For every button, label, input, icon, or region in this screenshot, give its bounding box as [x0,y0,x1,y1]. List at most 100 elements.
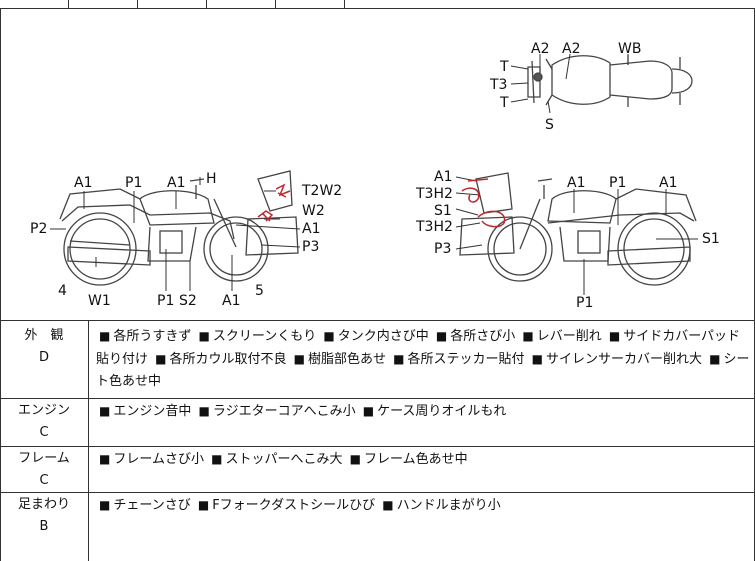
bullet-square-icon: ■ [99,329,111,343]
condition-item: ■レバー削れ [522,329,602,344]
label-p1: P1 [609,175,626,191]
top-cell-divider [206,0,207,8]
category-label: フレーム [18,451,70,466]
category-cell: 外 観 D [0,325,88,369]
border-left [0,8,1,561]
category-label: 外 観 [24,328,64,343]
left-view-motorcycle [59,170,299,286]
bullet-square-icon: ■ [197,498,210,512]
right-view-motorcycle [459,172,697,286]
category-cell: 足まわり B [0,494,88,538]
bullet-square-icon: ■ [155,352,167,366]
condition-item: ■シート色あせ中 [96,352,750,389]
label-s: S [545,117,554,133]
divider [0,398,755,399]
label-p3: P3 [434,241,451,257]
motorcycle-diagram: A2 A2 WB T T3 T S A1 P1 A1 H T2W2 W2 A1 … [30,41,720,311]
bullet-square-icon: ■ [198,329,210,343]
section-row: 足まわり B ■チェーンさび ■Fフォークダストシールひび ■ハンドルまがり小 [0,494,755,544]
bullet-square-icon: ■ [608,329,621,343]
label-a1: A1 [222,293,240,309]
label-p3: P3 [302,239,319,255]
bullet-square-icon: ■ [709,352,721,366]
label-t3h2: T3H2 [415,219,453,235]
category-label: 足まわり [17,497,70,512]
condition-item: ■ケース周りオイルもれ [362,404,507,419]
bullet-square-icon: ■ [323,329,335,343]
label-t-bottom: T [499,95,509,111]
section-row: フレーム C ■フレームさび小 ■ストッパーへこみ大 ■フレーム色あせ中 [0,448,755,492]
top-cell-divider [137,0,138,8]
label-s1: S1 [434,203,452,219]
condition-item: ■サイドカバーパッド貼り付け [96,329,741,367]
condition-item: ■各所さび小 [435,329,516,344]
top-cell-divider [275,0,276,8]
bullet-square-icon: ■ [349,452,361,466]
label-a1: A1 [659,175,677,191]
condition-item: ■Fフォークダストシールひび [197,498,376,513]
label-a1: A1 [167,175,185,191]
grade-label: C [39,473,49,488]
condition-item: ■ストッパーへこみ大 [211,452,343,467]
label-h: H [206,171,217,187]
damage-marks [257,178,506,228]
label-a1: A1 [74,175,92,191]
label-5: 5 [255,283,264,299]
bullet-square-icon: ■ [99,498,111,512]
label-s1: S1 [702,231,720,247]
condition-list: ■各所うすきず ■スクリーンくもり ■タンク内さび中 ■各所さび小 ■レバー削れ… [96,325,751,393]
condition-item: ■フレーム色あせ中 [349,452,468,467]
condition-item: ■各所ステッカー貼付 [393,352,525,367]
label-t2w2: T2W2 [301,183,342,199]
condition-item: ■エンジン音中 [99,404,192,419]
top-table-fragment [0,0,755,8]
damage-diagram: A2 A2 WB T T3 T S A1 P1 A1 H T2W2 W2 A1 … [0,9,755,320]
condition-item: ■スクリーンくもり [198,329,317,344]
bullet-square-icon: ■ [293,352,305,366]
condition-item: ■樹脂部色あせ [293,352,387,367]
category-cell: エンジン C [0,400,88,444]
top-view-motorcycle [527,55,693,107]
condition-list: ■エンジン音中 ■ラジエターコアへこみ小 ■ケース周りオイルもれ [96,400,751,423]
bullet-square-icon: ■ [435,329,448,343]
label-w1: W1 [88,293,111,309]
label-p2: P2 [30,221,47,237]
divider [0,446,755,447]
label-t-top: T [499,59,509,75]
label-p1: P1 [157,293,174,309]
divider [0,320,755,321]
category-cell: フレーム C [0,448,88,492]
label-p1: P1 [576,295,593,311]
condition-item: ■各所カウル取付不良 [155,352,287,367]
top-cell-divider [68,0,69,8]
section-row: エンジン C ■エンジン音中 ■ラジエターコアへこみ小 ■ケース周りオイルもれ [0,400,755,444]
label-a1: A1 [434,169,452,185]
bullet-square-icon: ■ [99,404,111,418]
condition-item: ■タンク内さび中 [323,329,429,344]
column-divider [88,320,89,561]
divider [0,8,755,9]
label-w2: W2 [302,203,325,219]
leader-lines [50,53,698,295]
grade-label: D [38,350,49,365]
label-s2: S2 [179,293,197,309]
bullet-square-icon: ■ [382,498,394,512]
condition-item: ■サイレンサーカバー削れ大 [531,352,703,367]
condition-item: ■ラジエターコアへこみ小 [198,404,356,419]
bullet-square-icon: ■ [531,352,543,366]
condition-item: ■チェーンさび [99,498,191,513]
label-t3: T3 [489,77,507,93]
condition-item: ■ハンドルまがり小 [382,498,501,513]
label-wb: WB [618,41,641,57]
label-4: 4 [58,283,67,299]
grade-label: C [39,425,49,440]
bullet-square-icon: ■ [99,452,111,466]
bullet-square-icon: ■ [522,329,534,343]
section-row: 外 観 D ■各所うすきず ■スクリーンくもり ■タンク内さび中 ■各所さび小 … [0,325,755,395]
top-cell-divider [344,0,345,8]
label-p1: P1 [125,175,142,191]
bullet-square-icon: ■ [393,352,405,366]
condition-list: ■フレームさび小 ■ストッパーへこみ大 ■フレーム色あせ中 [96,448,751,471]
condition-item: ■各所うすきず [99,329,192,344]
